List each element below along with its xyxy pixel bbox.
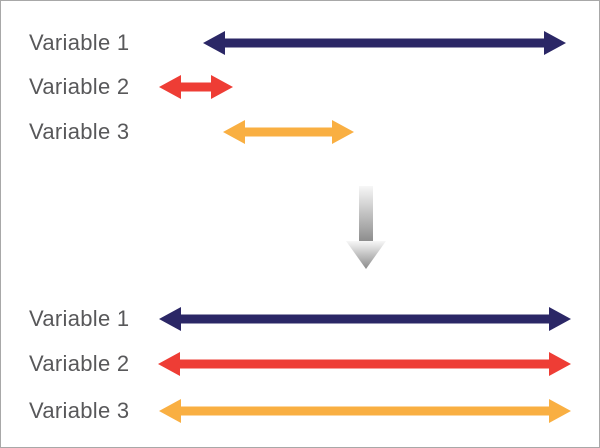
bottom-variable-1-label: Variable 1 — [29, 306, 130, 331]
top-variable-1-label: Variable 1 — [29, 30, 130, 55]
top-variable-2-range-arrow — [159, 75, 233, 99]
top-variable-2-label: Variable 2 — [29, 74, 130, 99]
bottom-variable-1-range-arrow — [159, 307, 571, 331]
top-variable-1-range-arrow — [203, 31, 566, 55]
bottom-variable-2-label: Variable 2 — [29, 351, 130, 376]
transform-down-arrow — [346, 186, 386, 269]
bottom-variable-3-range-arrow — [159, 399, 571, 423]
bottom-variable-3-label: Variable 3 — [29, 398, 130, 423]
top-variable-3-range-arrow — [223, 120, 354, 144]
top-variable-3-label: Variable 3 — [29, 119, 130, 144]
bottom-variable-2-range-arrow — [158, 352, 571, 376]
